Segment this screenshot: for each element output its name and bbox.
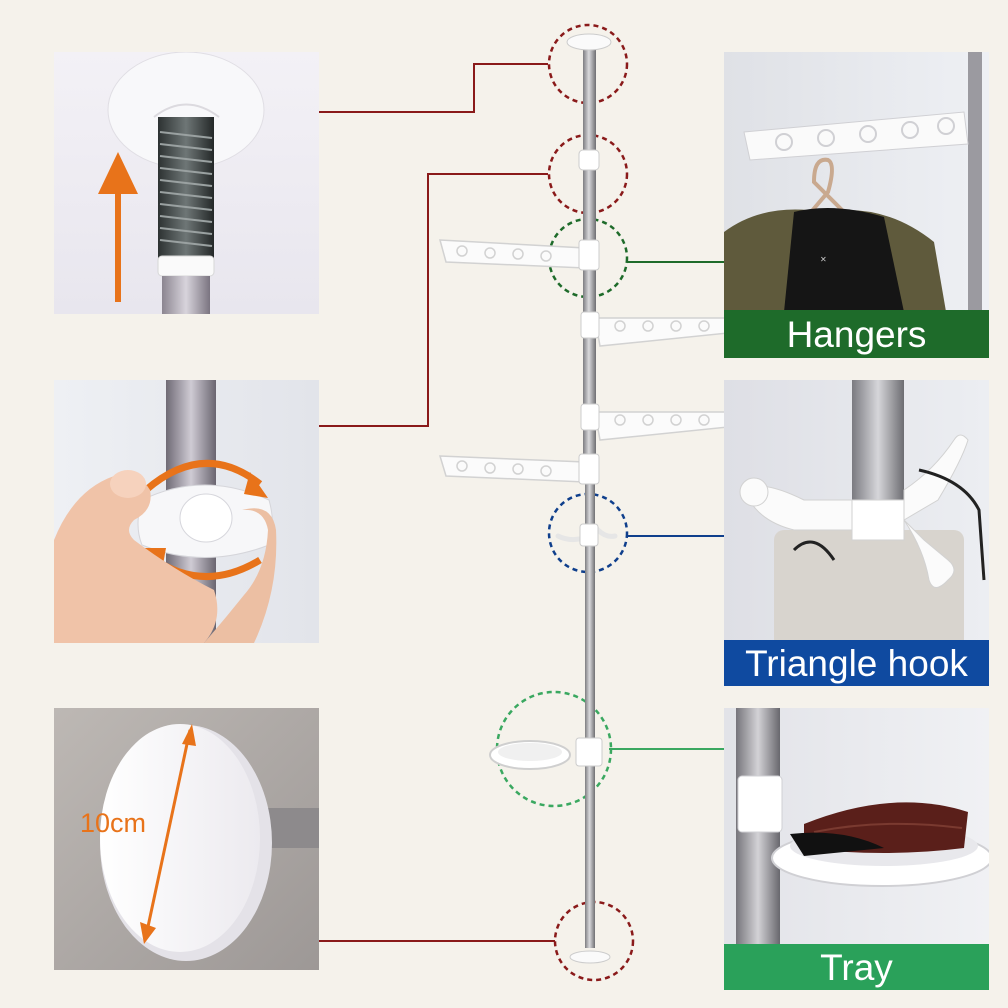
panel-tray: Tray	[724, 708, 989, 990]
panel-twist-lock-detail	[54, 380, 319, 643]
panel-hangers: ✕ Hangers	[724, 52, 989, 358]
svg-text:✕: ✕	[820, 255, 827, 264]
tray	[489, 737, 603, 770]
twist-lock-knob-icon	[54, 380, 319, 643]
spring-adjust-arrow-icon	[54, 52, 319, 314]
hangers-label: Hangers	[724, 310, 989, 358]
connector-top-cap	[319, 63, 548, 113]
top-cap	[566, 33, 612, 51]
highlight-top-cap	[547, 23, 629, 105]
tray-label: Tray	[724, 944, 989, 990]
base-pad-icon	[54, 708, 319, 970]
panel-top-cap-detail	[54, 52, 319, 314]
base-cap	[569, 950, 611, 964]
pole-lower	[585, 478, 595, 948]
highlight-tray	[495, 690, 613, 808]
lock-clip	[578, 149, 600, 171]
panel-base-pad-detail: 10cm	[54, 708, 319, 970]
diameter-label: 10cm	[80, 808, 147, 838]
tray-photo	[724, 708, 989, 990]
triangle-hook-label: Triangle hook	[724, 640, 989, 686]
panel-triangle-hook: Triangle hook	[724, 380, 989, 686]
connector-lock	[319, 173, 548, 427]
